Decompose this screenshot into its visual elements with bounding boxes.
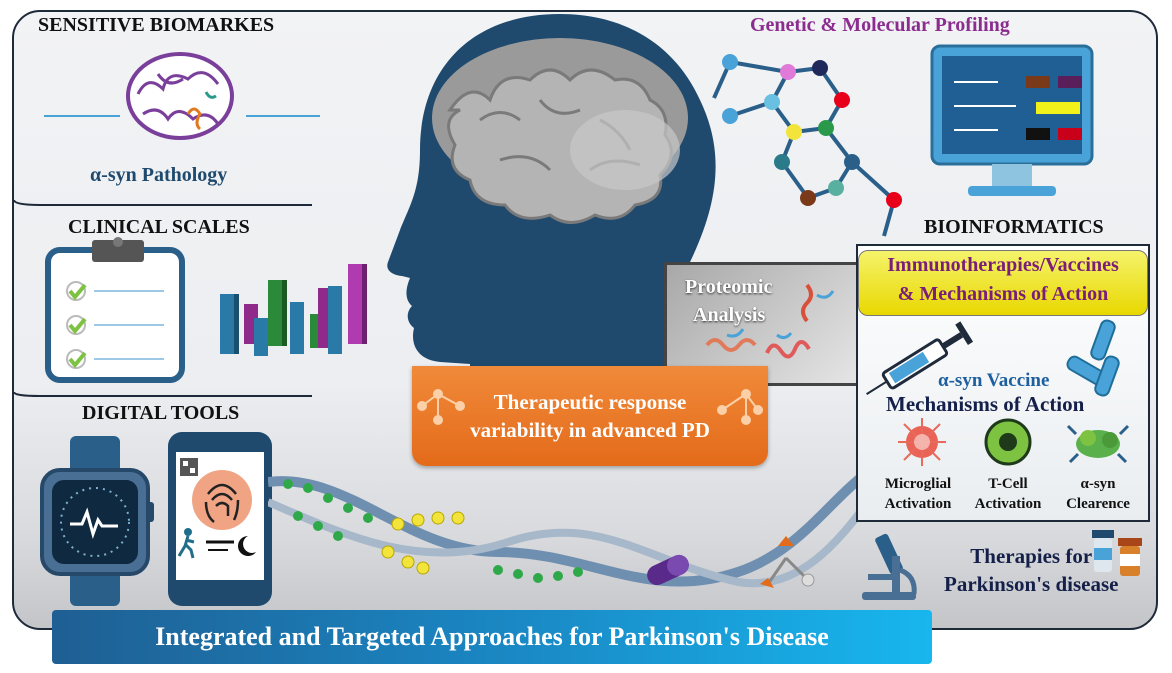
capsule-icon xyxy=(647,554,689,586)
moa-label: Mechanisms of Action xyxy=(886,392,1085,416)
section-title-bioinformatics: BIOINFORMATICS xyxy=(924,216,1104,238)
molecule-small-icon xyxy=(760,536,815,588)
protein-icon xyxy=(705,283,835,359)
mechanism-microglial-line1: Microglial xyxy=(884,476,952,492)
mechanism-clearance-line2: Clearence xyxy=(1066,496,1130,512)
response-line2: variability in advanced PD xyxy=(470,418,710,442)
monitor-icon xyxy=(930,44,1094,196)
mechanism-icons xyxy=(898,418,1130,466)
vaccine-label: α-syn Vaccine xyxy=(938,370,1050,391)
syringe-icon xyxy=(866,321,974,395)
mechanism-tcell: T-Cell Activation xyxy=(966,474,1050,514)
mechanism-clearance: α-syn Clearence xyxy=(1054,474,1142,514)
antibody-icon xyxy=(1066,319,1120,397)
microscope-icon xyxy=(862,533,917,600)
clearance-icon xyxy=(1066,424,1130,464)
therapies-label: Therapies for Parkinson's disease xyxy=(944,542,1118,598)
smartphone-icon xyxy=(168,432,272,606)
biomarker-lines xyxy=(44,115,320,117)
mechanism-clearance-line1: α-syn xyxy=(1080,476,1116,492)
t-cell-icon xyxy=(984,418,1032,466)
bar-chart-icon xyxy=(220,264,367,356)
section-title-genetic: Genetic & Molecular Profiling xyxy=(750,14,1010,36)
immunotherapy-box: Immunotherapies/Vaccines & Mechanisms of… xyxy=(856,244,1150,522)
molecule-network-icon xyxy=(712,54,902,237)
therapies-line2: Parkinson's disease xyxy=(944,572,1119,596)
brain-icon xyxy=(126,52,234,140)
pill-bottle-icon xyxy=(1092,530,1142,576)
mechanism-tcell-line2: Activation xyxy=(974,496,1042,512)
mechanism-tcell-line1: T-Cell xyxy=(988,476,1028,492)
clipboard-icon xyxy=(45,237,185,383)
network-node-icons xyxy=(417,389,763,425)
immunotherapy-header: Immunotherapies/Vaccines & Mechanisms of… xyxy=(858,250,1148,316)
proteomic-line1: Proteomic xyxy=(685,276,773,298)
section-title-biomarkers: SENSITIVE BIOMARKES xyxy=(38,14,275,36)
immuno-line2: & Mechanisms of Action xyxy=(897,283,1109,305)
section-title-clinical: CLINICAL SCALES xyxy=(68,216,250,238)
response-line1: Therapeutic response xyxy=(493,390,687,414)
mechanism-microglial-line2: Activation xyxy=(884,496,952,512)
section-title-digital: DIGITAL TOOLS xyxy=(82,402,240,424)
title-banner: Integrated and Targeted Approaches for P… xyxy=(52,610,932,664)
proteomic-line2: Analysis xyxy=(693,304,766,326)
immuno-line1: Immunotherapies/Vaccines xyxy=(887,254,1119,276)
microglia-icon xyxy=(898,418,946,466)
therapies-line1: Therapies for xyxy=(970,544,1093,568)
vaccine-graphics xyxy=(866,319,1120,397)
smartwatch-icon xyxy=(40,436,154,606)
asyn-pathology-label: α-syn Pathology xyxy=(90,164,228,186)
mechanism-microglial: Microglial Activation xyxy=(872,474,964,514)
therapeutic-response-box: Therapeutic response variability in adva… xyxy=(412,366,768,466)
dna-helix-icon xyxy=(268,468,868,588)
